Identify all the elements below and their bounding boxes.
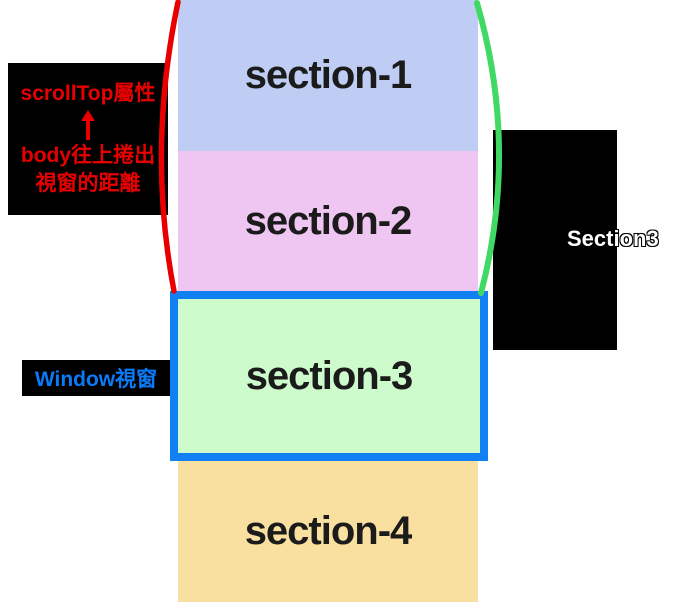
window-label: Window視窗 <box>34 368 158 391</box>
window-label-box: Window視窗 <box>22 360 170 396</box>
section-4-block: section-4 <box>178 460 478 602</box>
scrolltop-title: scrollTop屬性 <box>20 82 156 106</box>
section-1-block: section-1 <box>178 0 478 151</box>
scrolltop-desc-line1: body往上捲出 <box>20 144 156 168</box>
section-2-block: section-2 <box>178 151 478 291</box>
scrolltop-desc-line2: 視窗的距離 <box>35 171 141 195</box>
window-viewport-box: section-3 <box>170 291 488 461</box>
section-1-label: section-1 <box>244 53 413 97</box>
section-2-label: section-2 <box>244 198 413 243</box>
offset-annotation-label: Section3 <box>567 226 659 251</box>
section-3-label: section-3 <box>245 353 414 398</box>
scrolltop-annotation-box: scrollTop屬性 body往上捲出 視窗的距離 <box>8 63 168 215</box>
up-arrow-icon <box>79 110 97 141</box>
section-4-label: section-4 <box>244 508 413 553</box>
offset-annotation-box: Section3 <box>493 130 659 350</box>
